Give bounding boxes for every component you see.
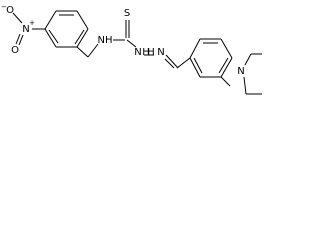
atom-amine-nh: NH (98, 35, 113, 46)
charge-plus: + (29, 19, 35, 27)
ring-b-bond-6 (189, 57, 201, 78)
ring-a-double-3 (48, 29, 59, 44)
ring-b-bond-1 (189, 38, 201, 59)
atom-nitro-o-top: O (6, 5, 14, 16)
atom-nitro-o-bottom: O (11, 45, 19, 56)
atom-nitro-n: N (22, 24, 29, 35)
bond-ring-b-n (220, 76, 231, 87)
ring-a-bond-4 (76, 28, 89, 48)
ring-a-bond-6 (44, 28, 57, 48)
ring-b-bond-4 (220, 57, 233, 78)
ring-b-double-2 (218, 57, 229, 74)
bond-ring-a-ch2 (76, 46, 89, 58)
ring-a-bond-3 (76, 10, 89, 30)
atom-hydrazide-n: N (134, 47, 141, 58)
bond-o-n-nitro-top (12, 12, 23, 24)
bond-n-o-nitro-bottom-b (18, 34, 24, 46)
atom-diethylamino-n: N (237, 66, 244, 77)
ring-b-double-3 (193, 57, 203, 74)
atom-hydrazide-h: H (142, 47, 150, 58)
bond-ch-ring-b (176, 57, 191, 69)
bonds (12, 10, 262, 95)
atom-hydrazone-n: N (157, 47, 164, 58)
bond-n-ch-a (164, 58, 175, 69)
atom-labels: O − N + O NH S N H H N N (1, 3, 245, 77)
chemical-structure: O − N + O NH S N H H N N (1, 3, 262, 95)
atom-thione-s: S (124, 8, 130, 19)
charge-minus: − (1, 3, 7, 11)
atom-hydrazide-n2: H (147, 47, 155, 58)
ring-a-double-2 (74, 29, 85, 45)
bond-n-ch-b (165, 54, 179, 69)
ring-a-bond-1 (44, 10, 57, 30)
ring-b-bond-3 (220, 38, 233, 59)
bond-n-ethyl-1a (244, 53, 252, 66)
bond-n-o-nitro-bottom-a (15, 33, 21, 45)
bond-n-ethyl-2a (243, 76, 247, 95)
bond-ch2-nh (87, 43, 99, 58)
bond-c-nh (126, 39, 137, 48)
